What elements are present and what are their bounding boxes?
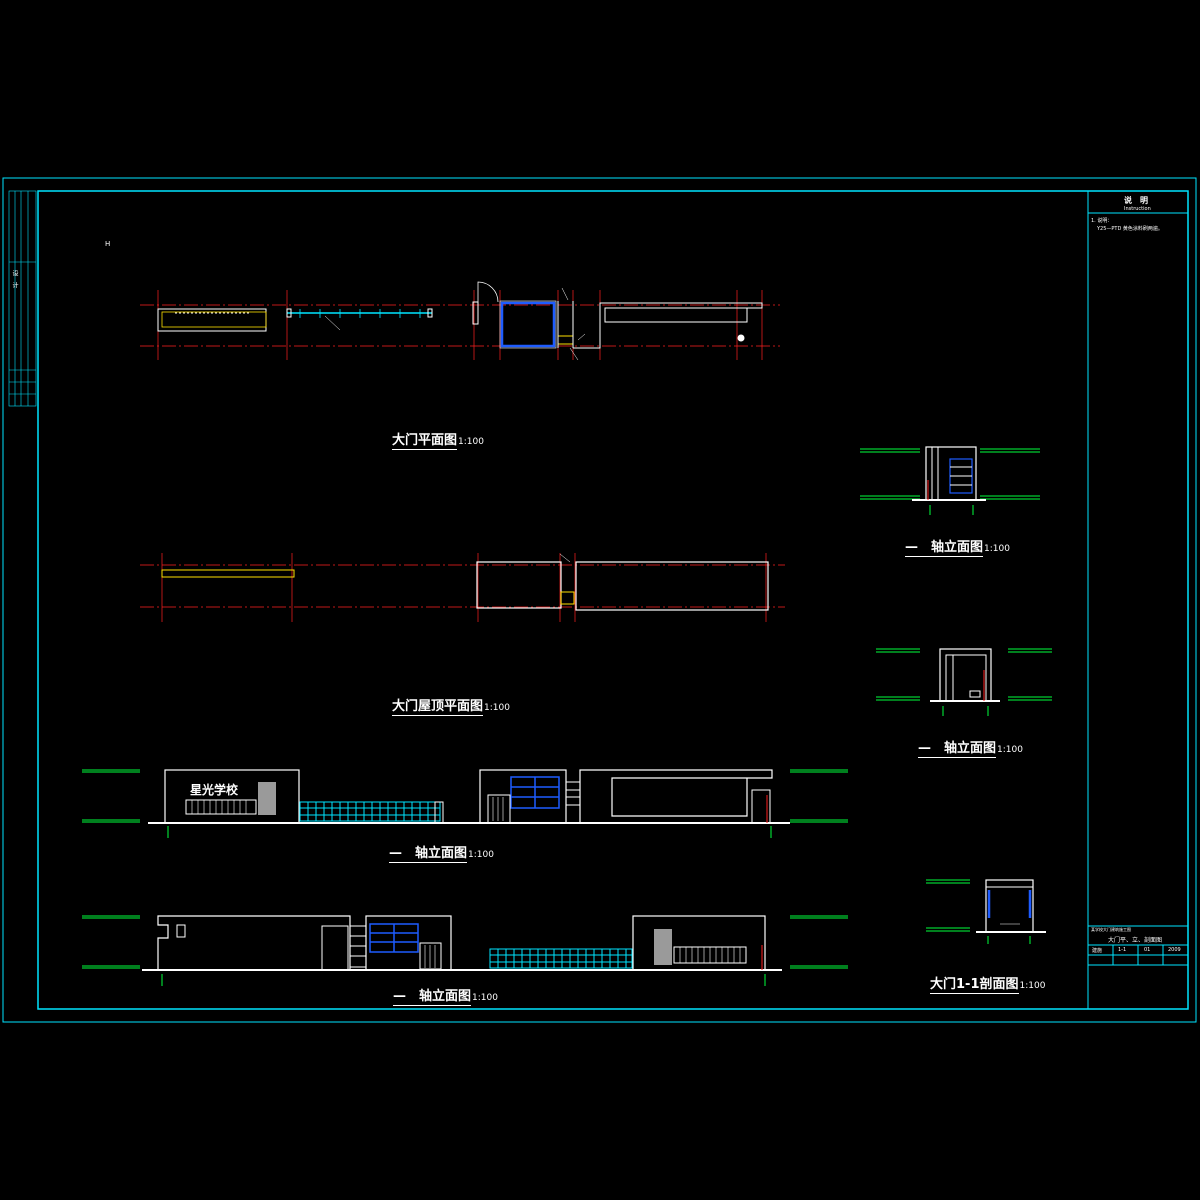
elev2-title-text: — 轴立面图: [393, 989, 472, 1006]
plan-axis-lines: [140, 290, 780, 360]
notes-line-1: 1. 说明：: [1091, 218, 1113, 224]
school-sign-text: 星光学校: [190, 783, 239, 797]
side1-title: — 轴立面图1:100: [905, 536, 1010, 557]
side2-scale: 1:100: [997, 745, 1023, 755]
plan-title: 大门平面图1:100: [392, 429, 484, 450]
elev2-fence: [489, 948, 633, 969]
title-block-sheet-title: 大门平、立、剖面图: [1108, 937, 1163, 944]
inner-frame: [37, 190, 1189, 1010]
plan-title-text: 大门平面图: [392, 433, 458, 450]
elev2-scale: 1:100: [472, 993, 498, 1003]
plan-stair: [557, 335, 574, 345]
elev2-left-wing: [157, 915, 351, 970]
roof-plan-view: [140, 553, 785, 622]
side-elevation-2: [876, 648, 1052, 716]
section-1-1: [926, 879, 1046, 944]
plan-view: [140, 281, 780, 361]
section-body: [985, 879, 1034, 933]
grid-marker: H: [105, 240, 111, 248]
plan-scale: 1:100: [458, 437, 484, 447]
elev1-scale: 1:100: [468, 850, 494, 860]
roof-plan-title: 大门屋顶平面图1:100: [392, 695, 510, 716]
side1-body: [925, 446, 977, 501]
elev1-stone-block: [258, 782, 276, 815]
plan-right-wing: [573, 302, 763, 349]
notes-column: [1087, 191, 1188, 1009]
elev2-stone-block: [654, 929, 672, 965]
elev2-guard-house: [365, 915, 452, 971]
side2-body: [939, 648, 992, 702]
elevation-1: [82, 769, 848, 838]
title-block-project: 某学校大门建筑施工图: [1091, 927, 1131, 932]
title-block-cell-3: 01: [1144, 947, 1151, 953]
side1-title-text: — 轴立面图: [905, 540, 984, 557]
section-title-text: 大门1-1剖面图: [930, 977, 1019, 994]
section-scale: 1:100: [1019, 981, 1046, 991]
side-elevation-1: [860, 446, 1040, 515]
elev1-title-text: — 轴立面图: [389, 846, 468, 863]
roof-plan-scale: 1:100: [484, 703, 510, 713]
elev1-fence: [299, 801, 441, 822]
title-block-cell-4: 2009: [1168, 947, 1181, 953]
plan-column-node: [737, 334, 745, 342]
elev1-title: — 轴立面图1:100: [389, 842, 494, 863]
side2-title-text: — 轴立面图: [918, 741, 997, 758]
notes-header: 说 明: [1124, 196, 1148, 205]
plan-guard-room: [500, 301, 556, 348]
roof-sign-cap: [161, 569, 295, 578]
outer-frame: [2, 177, 1197, 1023]
elev2-title: — 轴立面图1:100: [393, 985, 498, 1006]
title-block-cell-2: 1-1: [1118, 947, 1127, 953]
section-title: 大门1-1剖面图1:100: [930, 973, 1046, 994]
side1-scale: 1:100: [984, 544, 1010, 554]
elevation-2: [82, 915, 848, 986]
side2-title: — 轴立面图1:100: [918, 737, 1023, 758]
roof-guard-room: [476, 561, 562, 609]
plan-door-swing: [477, 281, 499, 303]
sidebar-label: 设 计: [11, 270, 18, 288]
elev2-sign-wall: [632, 915, 766, 971]
plan-gate-posts: [299, 309, 421, 318]
notes-subheader: Instruction: [1124, 206, 1151, 212]
notes-line-2: Y25—PTD 黄色涂料刷两遍。: [1097, 226, 1163, 232]
elev1-right-wing: [579, 769, 773, 823]
left-sidebar-grid: [8, 190, 37, 407]
roof-right-wing: [575, 561, 769, 611]
plan-sign-base: [161, 311, 267, 328]
roof-plan-title-text: 大门屋顶平面图: [392, 699, 484, 716]
elev1-sign-wall: [164, 769, 300, 824]
title-block-cell-1: 建施: [1092, 948, 1103, 954]
